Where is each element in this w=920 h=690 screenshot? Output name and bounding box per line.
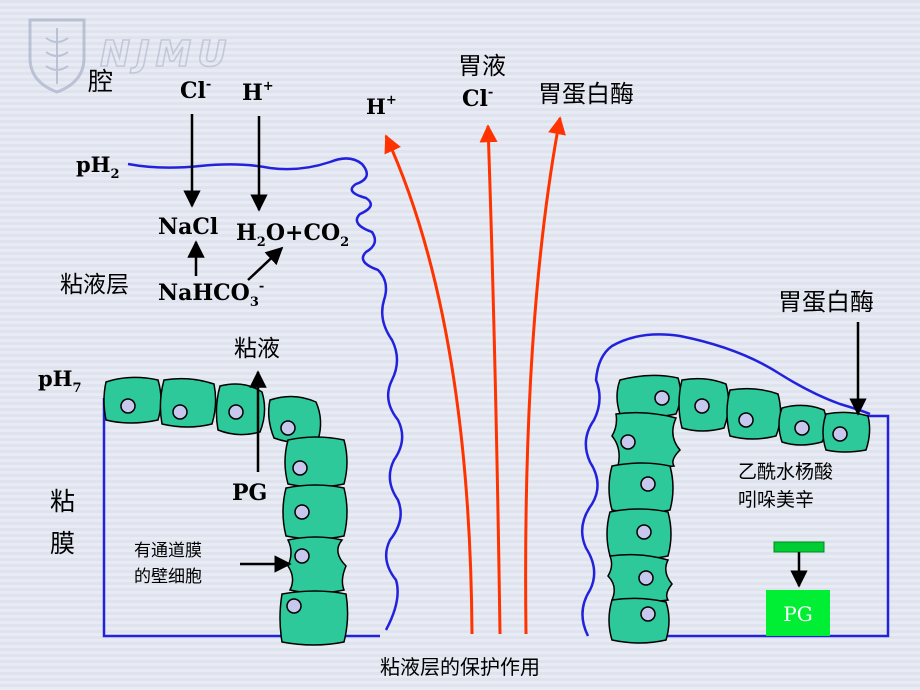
caption: 粘液层的保护作用 [380, 655, 540, 679]
cell [778, 404, 828, 446]
parietal-cell [286, 536, 347, 594]
nacl-label: NaCl [158, 214, 218, 240]
parietal-cell-label-1: 有通道膜 [134, 541, 202, 561]
cell [282, 484, 348, 540]
cell [267, 395, 322, 444]
shield-icon [28, 18, 86, 94]
h-secretion-arrow [384, 134, 474, 635]
mucosa-label-2: 膜 [50, 529, 75, 558]
mucus-layer-label: 粘液层 [60, 272, 129, 298]
cell [822, 411, 871, 453]
parietal-cell-label-2: 的壁细胞 [134, 567, 202, 587]
lumen-label: 腔 [88, 67, 113, 96]
indomethacin-label: 吲哚美辛 [738, 489, 814, 511]
cell [616, 374, 682, 418]
mucus-label: 粘液 [234, 336, 280, 362]
h2o-co2-label: H2O+CO2 [236, 220, 349, 250]
inhibition-bar [773, 541, 825, 553]
cell [279, 590, 349, 646]
ph7-label: pH7 [38, 366, 82, 396]
cell [608, 462, 674, 514]
pepsin-right-label: 胃蛋白酶 [778, 288, 874, 316]
pg-left-label: PG [232, 480, 267, 506]
cell [284, 436, 348, 488]
cell [726, 387, 782, 440]
pg-right-label: PG [783, 602, 812, 626]
epithelial-cells-right [606, 374, 871, 644]
cell [103, 376, 162, 424]
pepsin-secretion-arrow [524, 116, 566, 635]
cl-ion-label: Cl- [180, 77, 211, 104]
cell [607, 553, 673, 603]
watermark-text: NJMU [100, 34, 233, 75]
mucus-surface-line-right [580, 333, 871, 637]
nahco3-label: NaHCO3- [158, 279, 264, 310]
ph2-label: pH2 [76, 152, 120, 182]
cell [611, 411, 682, 469]
pg-box [766, 590, 830, 636]
gastric-juice-label: 胃液 [458, 52, 506, 80]
h-ion-top-label: H+ [366, 93, 397, 119]
njmu-logo: NJMU [28, 18, 233, 94]
cell [608, 597, 670, 644]
cl-secretion-arrow [479, 124, 502, 635]
mucosa-label-1: 粘 [50, 487, 75, 516]
caduceus-icon [45, 28, 69, 84]
cell [678, 377, 730, 432]
cell [606, 508, 672, 560]
pepsin-top-label: 胃蛋白酶 [538, 80, 634, 108]
mucus-surface-line [127, 157, 404, 631]
nahco3-diag-arrow [247, 246, 284, 281]
cl-ion-top-label: Cl- [462, 85, 493, 112]
cell [159, 377, 217, 428]
h-ion-label: H+ [242, 79, 274, 106]
aspirin-label: 乙酰水杨酸 [738, 461, 833, 483]
epithelial-cells-left [103, 376, 349, 646]
